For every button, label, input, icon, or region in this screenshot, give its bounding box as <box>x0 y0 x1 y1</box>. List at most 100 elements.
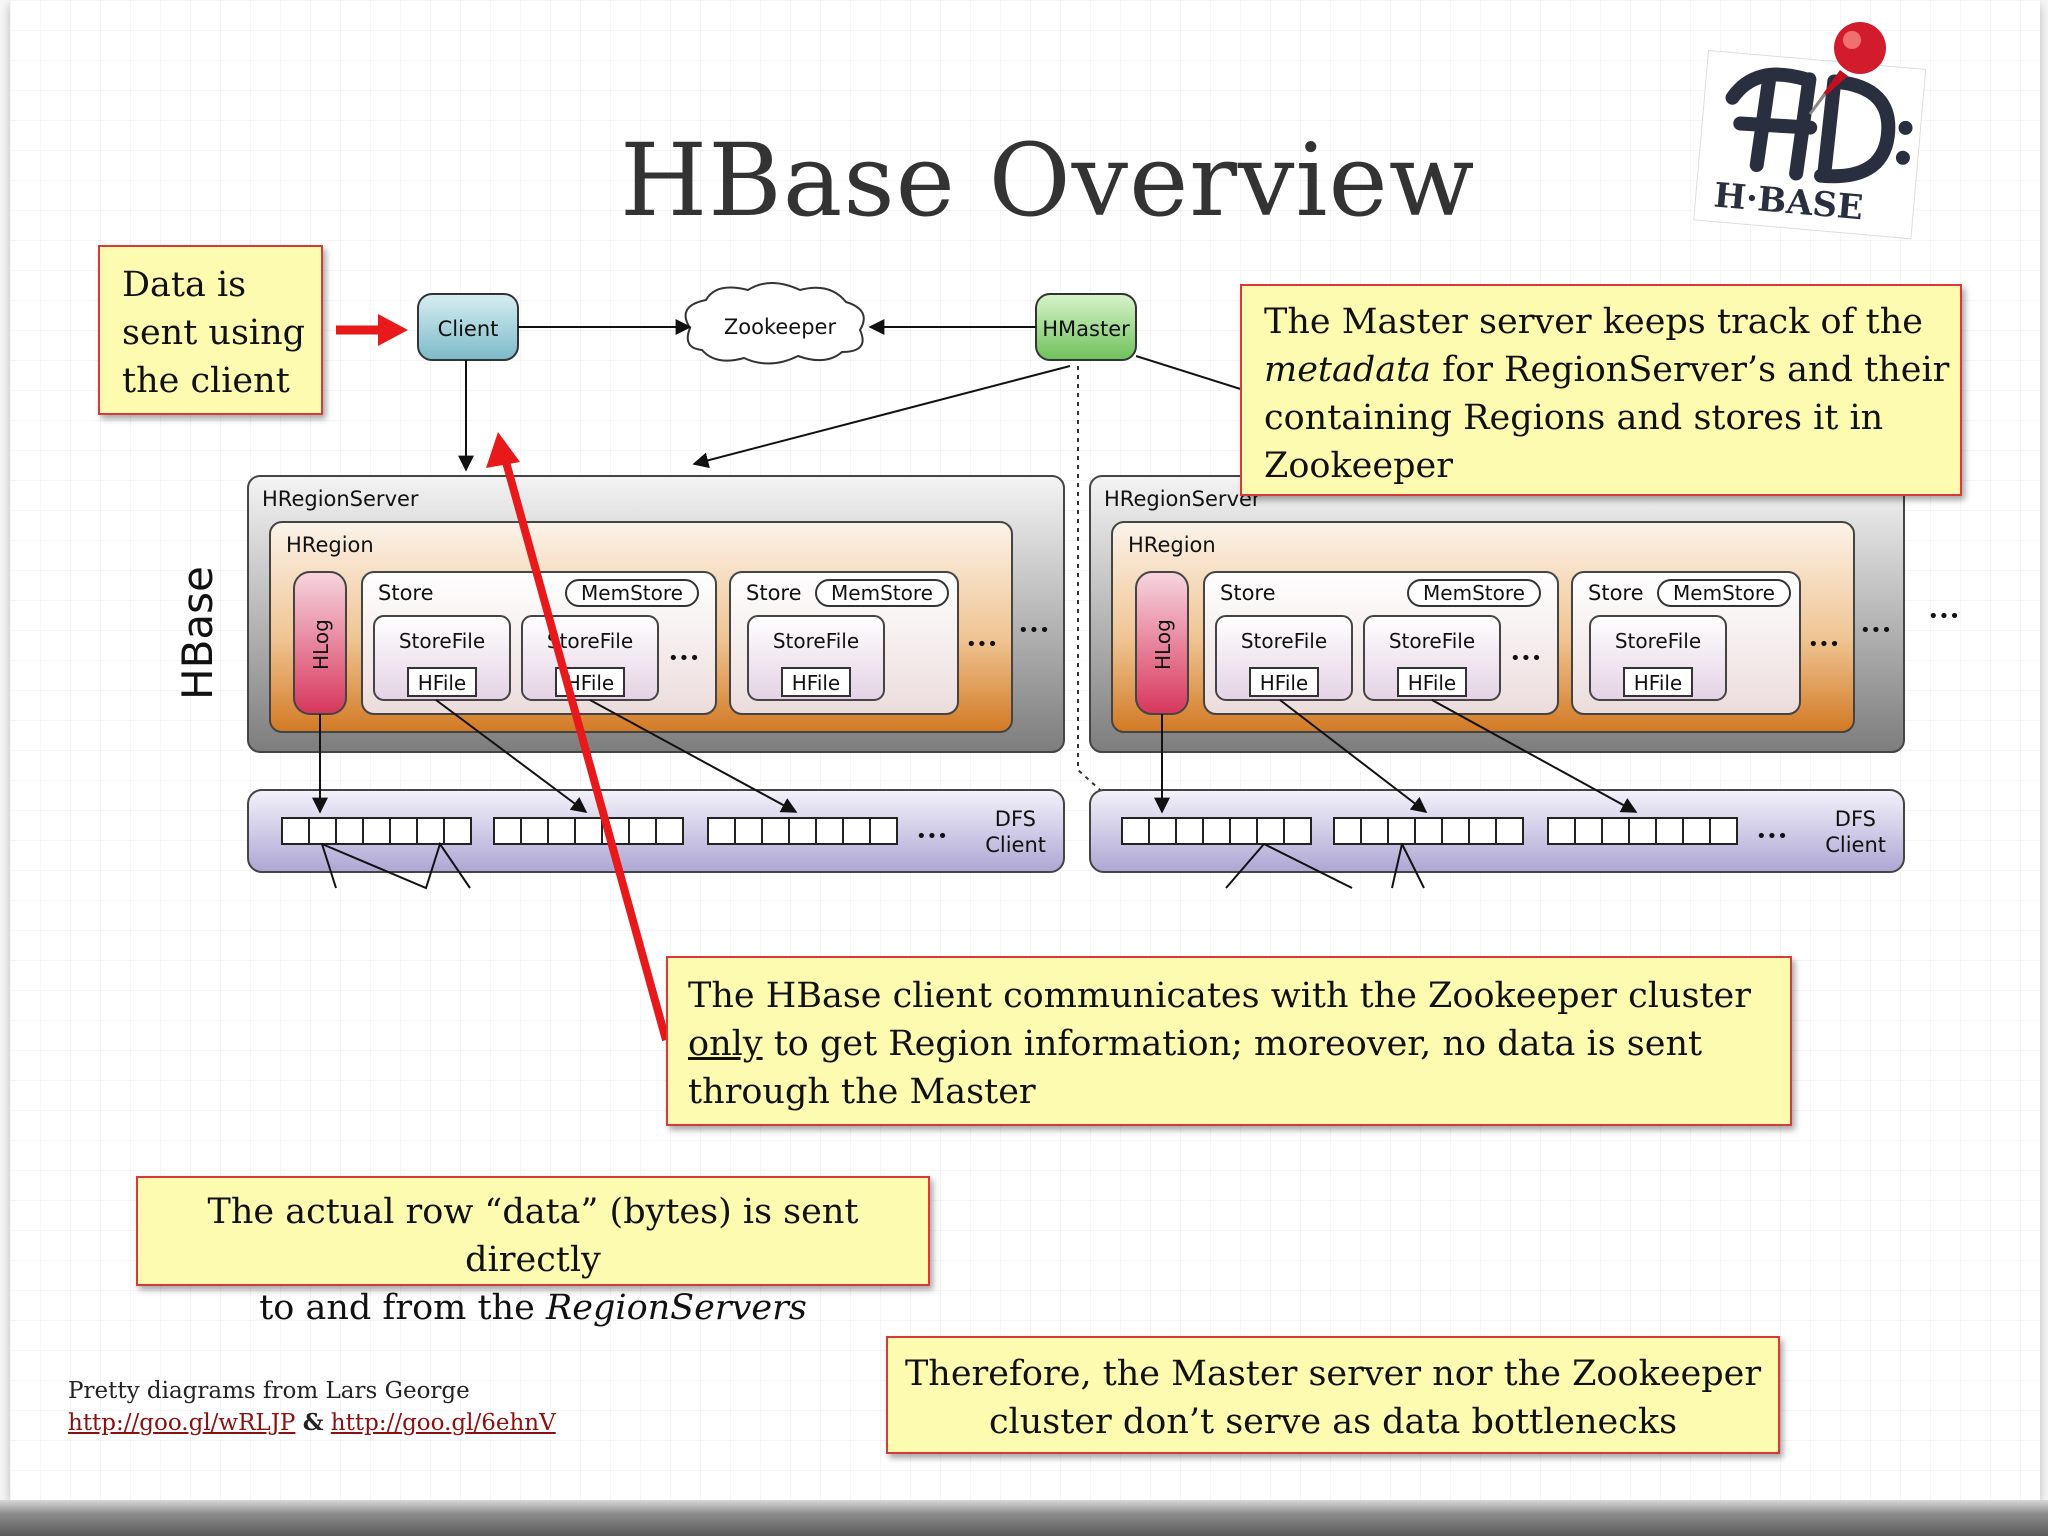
ellipsis: ••• <box>1510 648 1542 669</box>
storefile-label: StoreFile <box>1389 629 1475 653</box>
note-line: sent using <box>122 313 306 353</box>
dfs-block <box>520 817 549 845</box>
credit-line: Pretty diagrams from Lars George <box>68 1378 470 1404</box>
store-label: Store <box>378 581 434 605</box>
note-line: only to get Region information; moreover… <box>688 1020 1790 1068</box>
ellipsis: ••• <box>1756 826 1788 847</box>
dfs-block <box>1628 817 1657 845</box>
credit-link-1[interactable]: http://goo.gl/wRLJP <box>68 1410 296 1436</box>
region-server-2: HRegionServer HRegion HLog Store MemStor… <box>1089 475 1905 753</box>
note-line: containing Regions and stores it in <box>1264 398 1884 438</box>
credit-ampersand: & <box>302 1409 324 1436</box>
dfs-block <box>493 817 522 845</box>
dfs-block <box>547 817 576 845</box>
note-line: The actual row “data” (bytes) is sent di… <box>207 1192 859 1280</box>
zookeeper-label: Zookeeper <box>724 315 837 339</box>
note-master-metadata: The Master server keeps track of the met… <box>1240 284 1962 496</box>
red-arrow-to-client-path <box>486 432 670 1042</box>
note-line: the client <box>122 361 290 401</box>
dfs-block <box>1175 817 1204 845</box>
hfile-label: HFile <box>1634 671 1683 695</box>
dfs-block <box>761 817 790 845</box>
note-line: The Master server keeps track of the <box>1264 302 1923 342</box>
note-line: Data is <box>122 265 247 305</box>
note-emphasis: RegionServers <box>545 1288 807 1328</box>
note-text: to get Region information; moreover, no … <box>762 1024 1703 1064</box>
dfs-block <box>416 817 445 845</box>
dfs-block <box>443 817 472 845</box>
memstore-label: MemStore <box>581 581 683 605</box>
hfile-to-dfs-arrow <box>1431 699 1638 813</box>
note-emphasis: metadata <box>1264 350 1432 390</box>
dfs-block <box>788 817 817 845</box>
ellipsis: ••• <box>668 648 700 669</box>
dfs-client-1: ••• DFS Client <box>247 789 1065 873</box>
store-label: Store <box>1588 581 1644 605</box>
note-text: for RegionServer’s and their <box>1431 350 1950 390</box>
dfs-block <box>1574 817 1603 845</box>
dfs-block <box>389 817 418 845</box>
dfs-label-line1: DFS <box>1835 807 1876 831</box>
dfs-block <box>869 817 898 845</box>
storefile-label: StoreFile <box>1241 629 1327 653</box>
dfs-block <box>1256 817 1285 845</box>
store-label: Store <box>746 581 802 605</box>
region-server-label: HRegionServer <box>1104 487 1261 511</box>
hbase-vertical-label: HBase <box>173 566 222 700</box>
dfs-block <box>1601 817 1630 845</box>
dfs-client-2: ••• DFS Client <box>1089 789 1905 873</box>
zookeeper-node: Zookeeper <box>684 282 865 365</box>
hfile-label: HFile <box>418 671 467 695</box>
slide-bottom-shadow <box>0 1500 2048 1536</box>
client-label: Client <box>438 317 499 341</box>
hfile-label: HFile <box>1408 671 1457 695</box>
dfs-block <box>1655 817 1684 845</box>
dfs-block <box>362 817 391 845</box>
storefile-label: StoreFile <box>1615 629 1701 653</box>
dfs-block <box>1387 817 1416 845</box>
hfile-to-dfs-arrow <box>589 699 798 813</box>
dfs-label-line2: Client <box>985 833 1046 857</box>
hmaster-node: HMaster <box>1035 293 1137 361</box>
hbase-logo: H·BASE <box>1693 22 1927 240</box>
dfs-label-line2: Client <box>1825 833 1886 857</box>
note-client-data: Data is sent using the client <box>98 245 323 415</box>
note-line: The HBase client communicates with the Z… <box>688 976 1751 1016</box>
dfs-block <box>842 817 871 845</box>
slide-title: HBase Overview <box>620 122 1476 239</box>
ellipsis: ••• <box>966 634 998 655</box>
dfs-block <box>1333 817 1362 845</box>
note-text: to and from the <box>259 1288 546 1328</box>
dfs-block <box>1547 817 1576 845</box>
note-line: metadata for RegionServer’s and their <box>1264 346 1960 394</box>
region-server-1: HRegionServer HRegion HLog Store MemStor… <box>247 475 1065 753</box>
note-zookeeper-client: The HBase client communicates with the Z… <box>666 956 1792 1126</box>
note-line: Zookeeper <box>1264 446 1453 486</box>
hfile-to-dfs-arrow <box>1279 699 1428 813</box>
hlog-label: HLog <box>309 619 333 670</box>
dfs-block <box>335 817 364 845</box>
region-label: HRegion <box>286 533 374 557</box>
note-underline: only <box>688 1024 763 1064</box>
note-line: through the Master <box>688 1072 1036 1112</box>
note-line: Therefore, the Master server nor the Zoo… <box>904 1354 1762 1394</box>
ellipsis: ••• <box>1860 620 1892 641</box>
dfs-replication-lines <box>321 841 1425 890</box>
memstore-label: MemStore <box>831 581 933 605</box>
dfs-label-line1: DFS <box>995 807 1036 831</box>
credit-links: http://goo.gl/wRLJP & http://goo.gl/6ehn… <box>68 1407 556 1439</box>
dfs-block <box>734 817 763 845</box>
dfs-block <box>1709 817 1738 845</box>
dfs-block <box>1441 817 1470 845</box>
hfile-to-dfs-arrow <box>435 699 588 813</box>
note-line: cluster don’t serve as data bottlenecks <box>988 1402 1678 1442</box>
dfs-block <box>1283 817 1312 845</box>
dfs-block <box>281 817 310 845</box>
note-row-data: The actual row “data” (bytes) is sent di… <box>136 1176 930 1328</box>
hmaster-label: HMaster <box>1042 317 1130 341</box>
dfs-block <box>1468 817 1497 845</box>
credit-link-2[interactable]: http://goo.gl/6ehnV <box>330 1410 556 1436</box>
hfile-label: HFile <box>792 671 841 695</box>
ellipsis: ••• <box>1018 620 1050 641</box>
hlog-label: HLog <box>1151 619 1175 670</box>
